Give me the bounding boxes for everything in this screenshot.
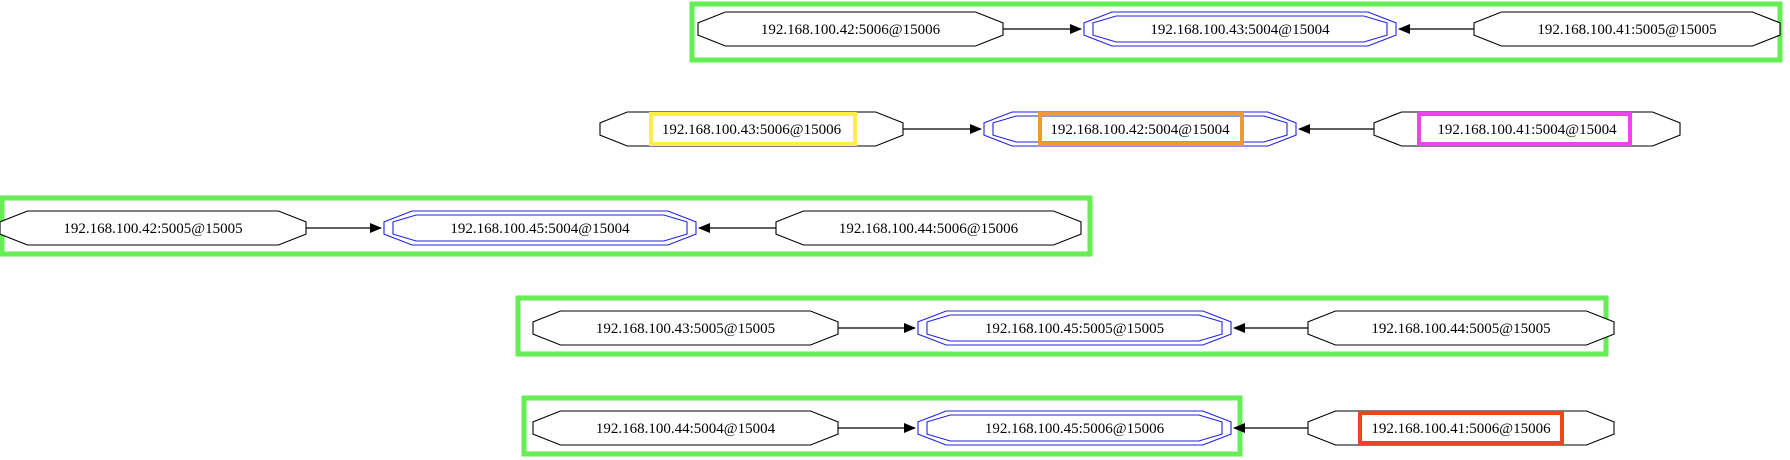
hub-node-label: 192.168.100.42:5004@15004	[1050, 122, 1230, 138]
left-node-label: 192.168.100.42:5005@15005	[63, 221, 242, 237]
hub-node-inner-shape	[992, 115, 1288, 143]
right-node-label: 192.168.100.41:5006@15006	[1371, 421, 1551, 437]
right-node-shape	[1473, 11, 1781, 47]
highlight-box	[1358, 411, 1564, 445]
left-node-label: 192.168.100.42:5006@15006	[761, 22, 941, 38]
right-node-label: 192.168.100.44:5006@15006	[839, 221, 1019, 237]
highlight-box	[649, 112, 857, 146]
hub-node-inner-shape	[926, 314, 1223, 342]
left-node-shape	[532, 410, 839, 446]
hub-node-label: 192.168.100.45:5004@15004	[450, 221, 630, 237]
left-node-label: 192.168.100.44:5004@15004	[596, 421, 776, 437]
right-node-label: 192.168.100.41:5005@15005	[1537, 22, 1716, 38]
hub-node-shape	[383, 210, 697, 246]
left-node-shape	[599, 111, 904, 147]
right-node-shape	[1307, 310, 1615, 346]
highlight-box	[1038, 112, 1244, 146]
right-node-label: 192.168.100.41:5004@15004	[1437, 122, 1617, 138]
right-node-shape	[1307, 410, 1615, 446]
right-node-label: 192.168.100.44:5005@15005	[1371, 321, 1550, 337]
left-node-shape	[532, 310, 839, 346]
hub-node-inner-shape	[926, 414, 1223, 442]
left-node-shape	[0, 210, 307, 246]
left-node-shape	[697, 11, 1004, 47]
right-node-shape	[775, 210, 1082, 246]
hub-node-label: 192.168.100.45:5006@15006	[985, 421, 1165, 437]
left-node-label: 192.168.100.43:5006@15006	[662, 122, 842, 138]
hub-node-shape	[1083, 11, 1397, 47]
left-node-label: 192.168.100.43:5005@15005	[596, 321, 775, 337]
hub-node-label: 192.168.100.43:5004@15004	[1150, 22, 1330, 38]
hub-node-shape	[917, 310, 1232, 346]
right-node-shape	[1373, 111, 1681, 147]
hub-node-inner-shape	[392, 214, 688, 242]
hub-node-inner-shape	[1092, 15, 1388, 43]
highlight-box	[1417, 112, 1632, 146]
hub-node-label: 192.168.100.45:5005@15005	[985, 321, 1164, 337]
hub-node-shape	[917, 410, 1232, 446]
hub-node-shape	[983, 111, 1297, 147]
